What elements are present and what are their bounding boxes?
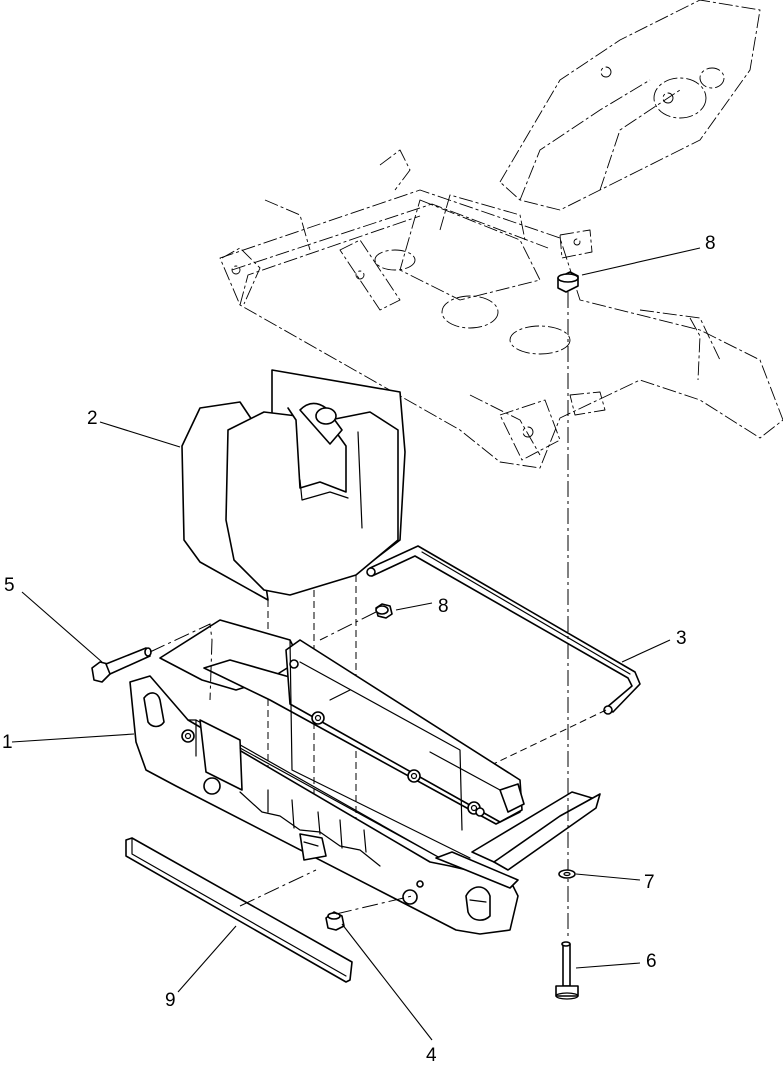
retaining-rod <box>366 545 641 715</box>
washer <box>558 869 576 879</box>
callout-label: 2 <box>87 408 98 429</box>
suitcase-weight <box>181 369 406 601</box>
callout-label: 6 <box>646 951 657 972</box>
flange-nut-lower <box>325 911 345 931</box>
bumper-strip <box>125 837 353 983</box>
leader-lines <box>11 247 701 1041</box>
callout-label: 5 <box>4 575 15 596</box>
callout-label: 9 <box>165 990 176 1011</box>
callout-label: 8 <box>438 596 449 617</box>
flange-nut-top <box>557 271 579 293</box>
weight-bracket <box>129 619 601 935</box>
callout-label: 1 <box>2 732 13 753</box>
bolt-side <box>91 647 152 683</box>
bolt-bottom <box>555 941 579 1000</box>
callout-label: 8 <box>705 233 716 254</box>
callout-label: 3 <box>676 628 687 649</box>
callout-numbers: 1 2 3 4 5 6 7 8 8 9 <box>2 233 716 1066</box>
callout-label: 4 <box>426 1045 437 1066</box>
callout-label: 7 <box>644 872 655 893</box>
flange-nut-middle <box>375 603 393 619</box>
tractor-frame-phantom <box>219 0 783 469</box>
